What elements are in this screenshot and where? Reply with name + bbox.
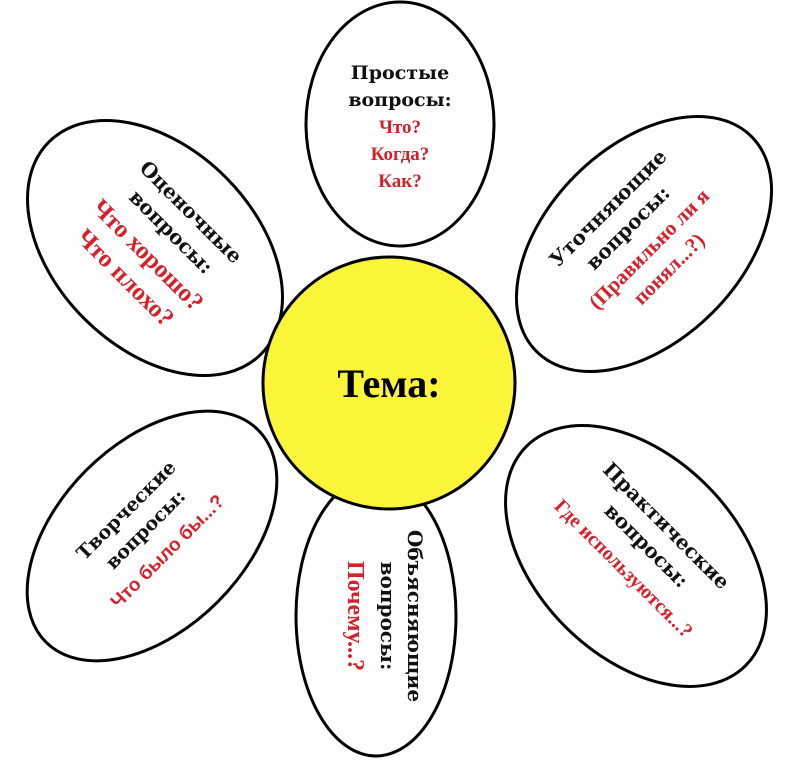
petal-explanatory-title-line-1: Объясняющие bbox=[403, 530, 427, 702]
center-circle bbox=[261, 255, 517, 511]
center-topic-label: Тема: bbox=[337, 361, 440, 406]
petal-simple-questions: Простые вопросы: Что? Когда? Как? bbox=[304, 0, 496, 248]
petal-evaluative-questions: Оценочные вопросы: Что хорошо? Что плохо… bbox=[26, 119, 284, 377]
petal-clarifying-shape bbox=[514, 114, 774, 374]
petal-simple-shape bbox=[304, 0, 496, 248]
petal-explanatory-shape bbox=[294, 474, 458, 758]
petal-simple-title-line-1: Простые bbox=[351, 62, 449, 84]
petal-explanatory-question: Почему...? bbox=[342, 561, 368, 671]
petal-creative-questions: Творческие вопросы: Что было бы...? bbox=[25, 409, 279, 663]
petal-clarifying-questions: Уточняющие вопросы: (Правильно ли я поня… bbox=[514, 114, 774, 374]
petal-simple-question-what: Что? bbox=[379, 117, 421, 138]
petal-simple-title-line-2: вопросы: bbox=[348, 89, 451, 111]
daisy-center: Тема: bbox=[261, 255, 517, 511]
petal-evaluative-shape bbox=[26, 119, 284, 377]
petal-explanatory-questions: Объясняющие вопросы: Почему...? bbox=[294, 474, 458, 758]
petal-practical-questions: Практические вопросы: Где используются..… bbox=[504, 424, 768, 688]
petal-creative-shape bbox=[25, 409, 279, 663]
petal-simple-question-when: Когда? bbox=[371, 144, 430, 165]
petal-explanatory-title-line-2: вопросы: bbox=[376, 562, 400, 671]
petal-simple-question-how: Как? bbox=[378, 171, 421, 192]
